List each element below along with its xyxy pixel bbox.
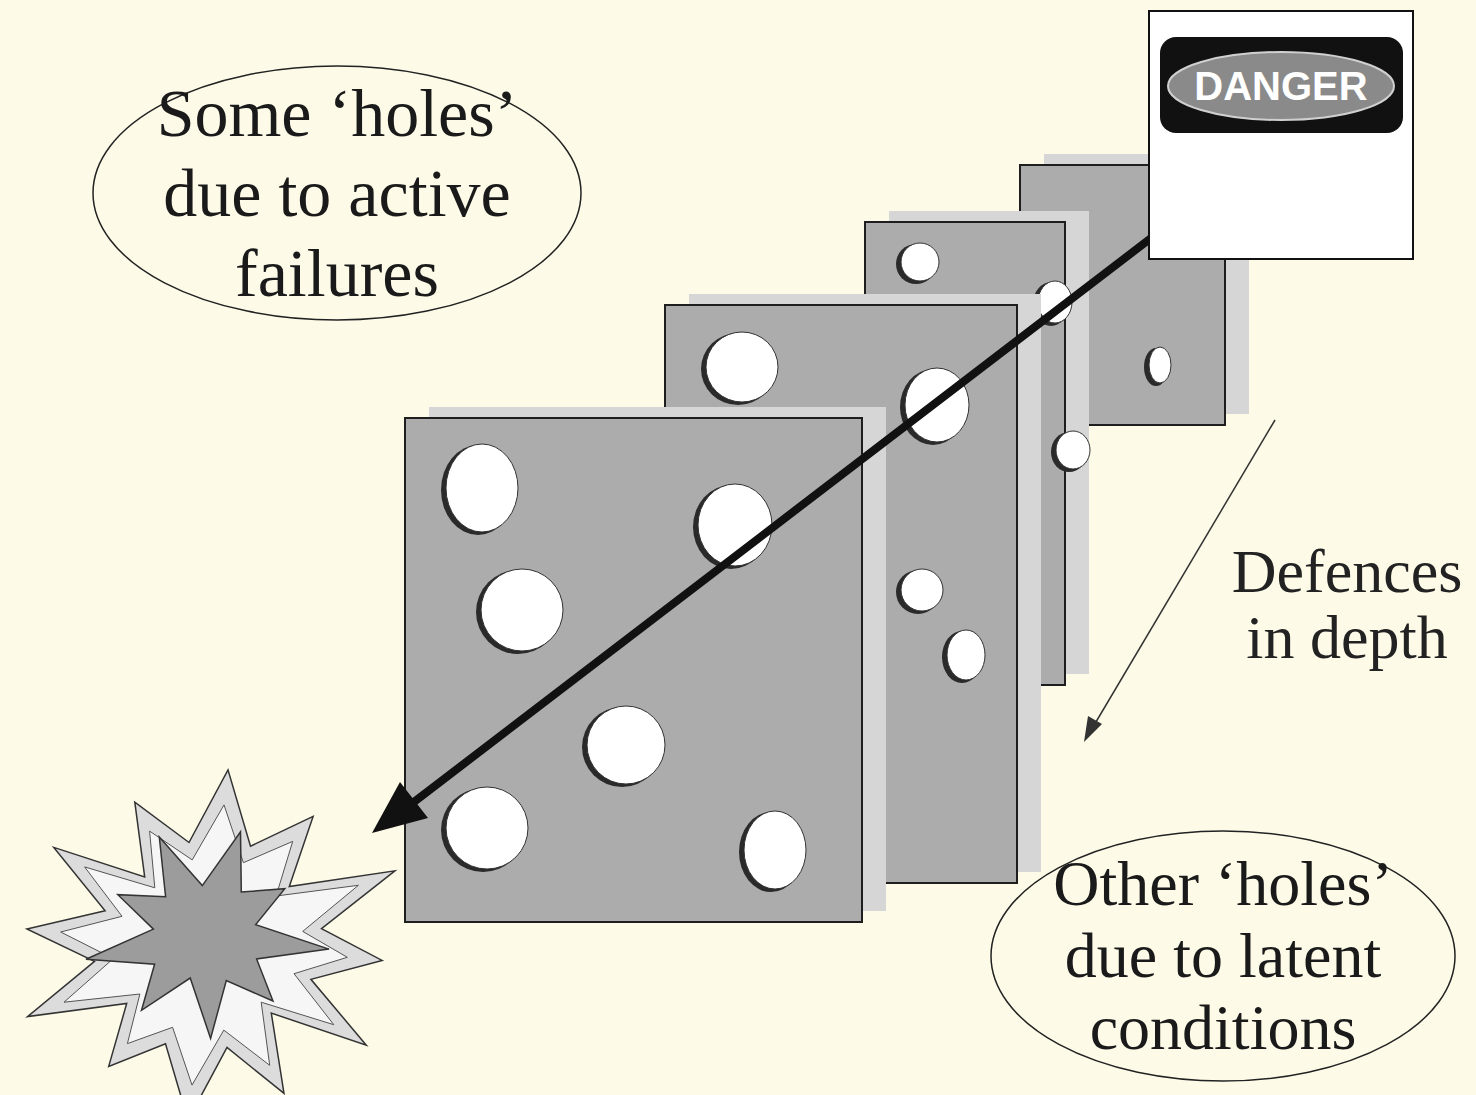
danger-sign: DANGER: [1148, 10, 1414, 260]
warning-text: DANGER: [1166, 63, 1396, 109]
danger-sign-outline: [1148, 10, 1414, 260]
explosion-middle: [61, 805, 359, 1085]
callout-text: Some ‘holes’ due to active failures: [127, 73, 547, 313]
accident-explosion: [27, 770, 395, 1095]
slice-hole: [744, 811, 806, 889]
slice-hole: [446, 787, 528, 869]
ellipse-outline: [991, 831, 1455, 1081]
slice-hole: [901, 243, 939, 281]
slice-plate: [405, 418, 862, 922]
callout-ellipse: Other ‘holes’ due to latent conditions: [990, 830, 1456, 1082]
sign-frame: [1149, 11, 1413, 259]
slice-hole: [947, 630, 985, 680]
slice-hole: [706, 332, 778, 402]
defence-slice: [405, 407, 886, 922]
callout-ellipse: Some ‘holes’ due to active failures: [92, 65, 582, 321]
slice-hole: [901, 569, 943, 611]
axis-label: Defences in depth: [1212, 538, 1476, 670]
slice-hole: [1056, 431, 1090, 469]
explosion-core: [86, 832, 329, 1039]
explosion-outer: [27, 770, 395, 1095]
trajectory-arrowhead: [372, 782, 428, 833]
sign-plate: [1160, 37, 1403, 133]
ellipse-outline: [93, 66, 581, 320]
slice-hole: [587, 706, 665, 784]
slice-hole: [481, 569, 563, 651]
slice-hole: [1149, 347, 1171, 383]
callout-text: Other ‘holes’ due to latent conditions: [1023, 848, 1423, 1064]
depth-arrow-head: [1084, 716, 1102, 742]
slice-hole: [446, 444, 518, 532]
